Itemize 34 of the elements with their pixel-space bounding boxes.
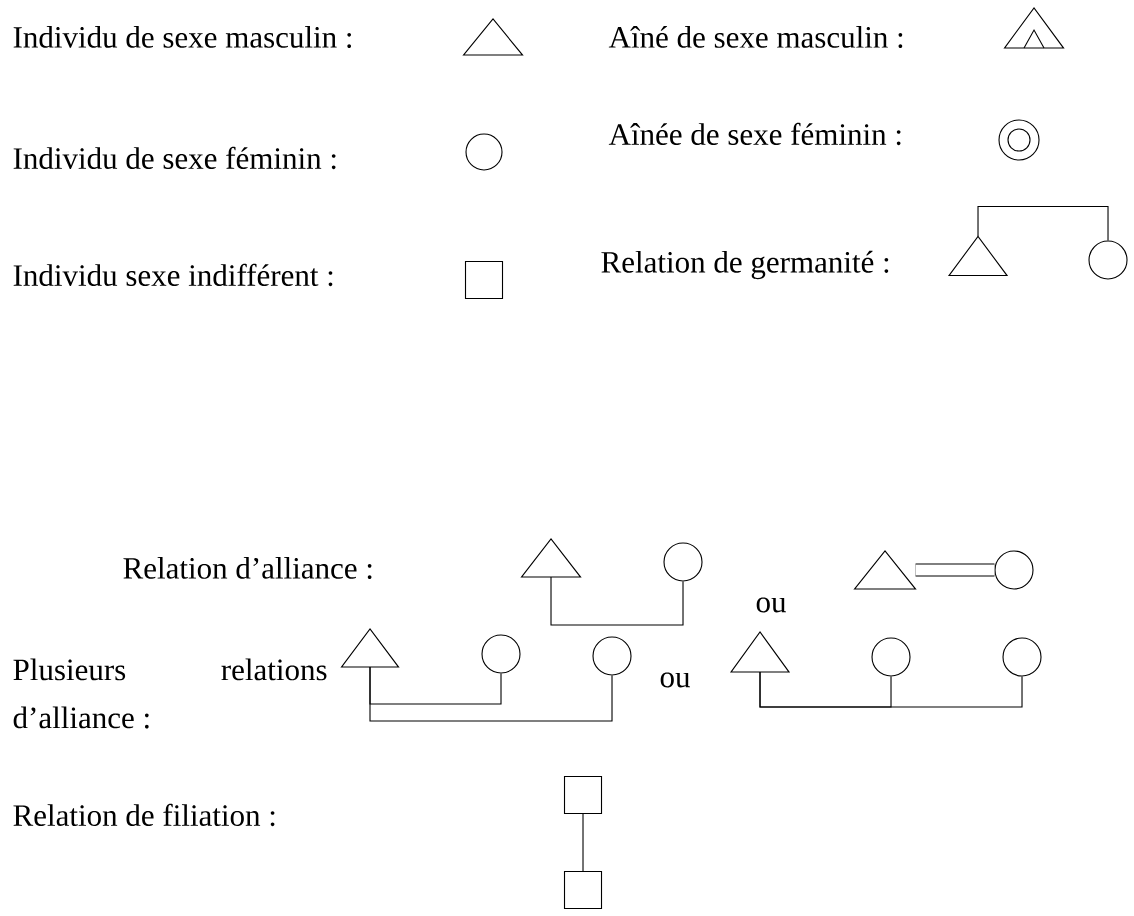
label: Individu de sexe féminin :: [13, 146, 336, 170]
triangle-symbol: [340, 628, 400, 668]
label: Relation de filiation :: [13, 803, 275, 827]
label: ou: [756, 597, 786, 613]
triangle-symbol: [853, 550, 917, 590]
double-circle-symbol: [998, 119, 1040, 161]
circle-symbol: [592, 636, 632, 676]
label: Plusieurs relations d’alliance :: [13, 658, 327, 729]
square-symbol: [464, 260, 504, 300]
connector-line: [915, 563, 995, 577]
circle-symbol: [663, 542, 703, 582]
connector-line: [550, 576, 684, 626]
nested-triangle-symbol: [1003, 7, 1065, 49]
circle-symbol: [1002, 637, 1042, 677]
label: Individu de sexe masculin :: [13, 26, 351, 48]
label: Relation de germanité :: [601, 250, 889, 280]
label: ou: [660, 672, 690, 688]
circle-symbol: [994, 550, 1034, 590]
connector-line: [369, 666, 613, 722]
circle-symbol: [465, 133, 503, 171]
square-symbol: [563, 870, 603, 910]
circle-symbol: [871, 637, 911, 677]
connector-line: [977, 205, 1109, 241]
triangle-symbol: [462, 18, 524, 56]
connector-line: [759, 671, 1023, 708]
circle-symbol: [481, 634, 521, 674]
connector-line: [582, 813, 584, 872]
label: Aîné de sexe masculin :: [608, 26, 903, 48]
label: Individu sexe indifférent :: [13, 263, 333, 287]
circle-symbol: [1088, 240, 1128, 280]
triangle-symbol: [520, 538, 582, 578]
square-symbol: [563, 775, 603, 815]
label: Relation d’alliance :: [123, 557, 372, 579]
label: Aînée de sexe féminin :: [608, 122, 901, 146]
